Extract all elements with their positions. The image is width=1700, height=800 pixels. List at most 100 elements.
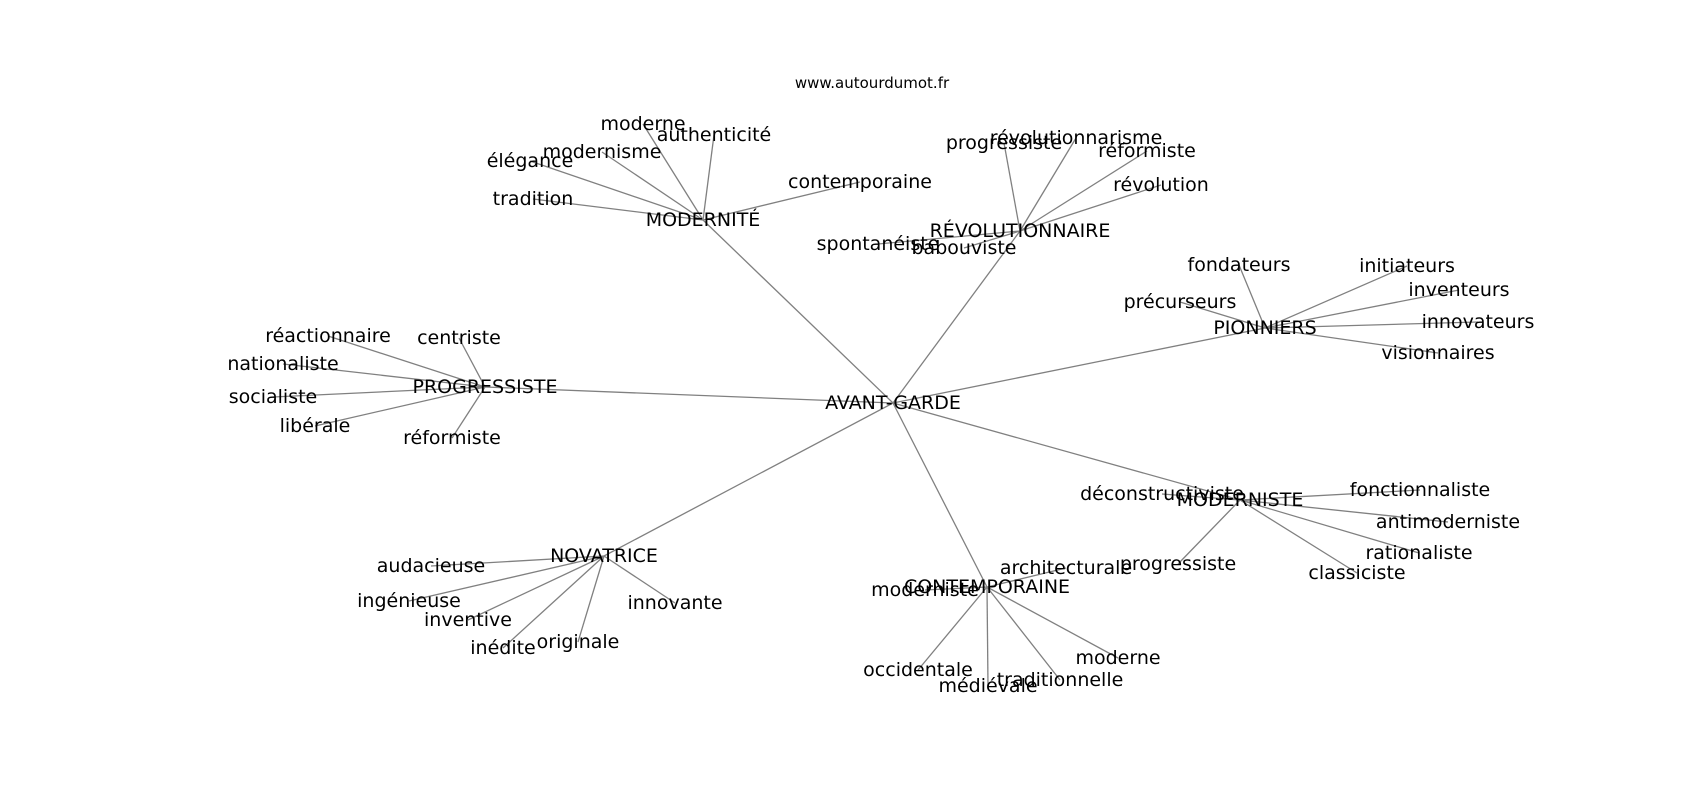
edge-hub-leaf [603, 555, 676, 604]
edge-hub-leaf [272, 386, 486, 398]
leaf-word[interactable]: inventive [424, 609, 512, 631]
leaf-word[interactable]: libérale [280, 415, 351, 437]
hub-word[interactable]: PIONNIERS [1213, 317, 1316, 339]
leaf-word[interactable]: antimoderniste [1376, 511, 1520, 533]
edge-hub-leaf [1019, 150, 1148, 232]
edge-hub-leaf [986, 586, 1119, 659]
hub-word[interactable]: RÉVOLUTIONNAIRE [930, 219, 1111, 242]
leaf-word[interactable]: révolution [1113, 174, 1209, 196]
hub-word[interactable]: NOVATRICE [550, 545, 658, 567]
edge-hub-leaf [924, 586, 988, 591]
edge-hub-leaf [1238, 264, 1266, 329]
leaf-word[interactable]: babouviste [912, 237, 1017, 259]
edge-hub-leaf [1003, 142, 1021, 232]
edge-hub-leaf [917, 586, 988, 671]
edge-hub-leaf [458, 337, 486, 388]
leaf-word[interactable]: moderniste [871, 579, 979, 601]
hub-word[interactable]: PROGRESSISTE [413, 376, 558, 398]
graph-edges [272, 123, 1479, 687]
leaf-word[interactable]: réformiste [1098, 140, 1196, 162]
hub-word[interactable]: MODERNITÉ [646, 208, 761, 231]
edge-center-hub [702, 219, 894, 404]
edge-hub-leaf [1264, 289, 1460, 329]
edge-hub-leaf [1177, 499, 1241, 565]
edge-hub-leaf [986, 586, 989, 687]
leaf-word[interactable]: inédite [470, 637, 536, 659]
leaf-word[interactable]: moderne [1075, 647, 1160, 669]
leaf-word[interactable]: révolutionnarisme [990, 127, 1163, 149]
edge-hub-leaf [601, 151, 704, 221]
hub-word[interactable]: CONTEMPORAINE [904, 576, 1070, 598]
leaf-word[interactable]: contemporaine [788, 171, 932, 193]
edge-hub-leaf [1264, 265, 1408, 329]
leaf-word[interactable]: précurseurs [1124, 291, 1237, 313]
leaf-word[interactable]: modernisme [543, 141, 662, 163]
edge-hub-leaf [467, 555, 605, 621]
leaf-word[interactable]: inventeurs [1408, 279, 1509, 301]
leaf-word[interactable]: moderne [600, 113, 685, 135]
edge-hub-leaf [1179, 301, 1266, 329]
leaf-word[interactable]: authenticité [657, 124, 772, 146]
leaf-word[interactable]: réformiste [403, 427, 501, 449]
site-url: www.autourdumot.fr [795, 74, 950, 92]
leaf-word[interactable]: originale [537, 631, 620, 653]
edge-center-hub [892, 327, 1266, 404]
edge-hub-leaf [282, 363, 486, 388]
edge-hub-leaf [1239, 499, 1449, 523]
leaf-word[interactable]: classiciste [1308, 562, 1405, 584]
leaf-word[interactable]: nationaliste [227, 353, 338, 375]
leaf-word[interactable]: architecturale [1000, 557, 1132, 579]
leaf-word[interactable]: socialiste [229, 386, 318, 408]
leaf-word[interactable]: initiateurs [1359, 255, 1455, 277]
leaf-word[interactable]: réactionnaire [265, 325, 391, 347]
edge-hub-leaf [1239, 499, 1358, 574]
edge-center-hub [892, 402, 1241, 501]
leaf-word[interactable]: progressiste [946, 132, 1062, 154]
edge-hub-leaf [502, 555, 605, 649]
leaf-word[interactable]: médiévale [938, 675, 1037, 697]
edge-hub-leaf [963, 230, 1021, 249]
leaf-word[interactable]: visionnaires [1381, 342, 1494, 364]
edge-hub-leaf [1239, 489, 1421, 501]
edge-hub-leaf [451, 386, 486, 439]
edge-hub-leaf [1264, 327, 1439, 354]
edge-center-hub [484, 386, 894, 404]
leaf-word[interactable]: rationaliste [1365, 542, 1472, 564]
leaf-word[interactable]: centriste [417, 327, 501, 349]
edge-hub-leaf [430, 555, 605, 567]
edge-hub-leaf [1264, 321, 1479, 329]
graph-labels: AVANT-GARDEMODERNITÉmoderneauthenticitém… [227, 113, 1534, 697]
leaf-word[interactable]: traditionnelle [997, 669, 1124, 691]
edge-hub-leaf [702, 134, 715, 221]
edge-hub-leaf [408, 555, 605, 602]
edge-center-hub [892, 402, 988, 588]
edge-hub-leaf [314, 386, 486, 427]
edge-hub-leaf [642, 123, 704, 221]
edge-center-hub [603, 402, 894, 557]
leaf-word[interactable]: élégance [487, 150, 574, 172]
leaf-word[interactable]: ingénieuse [357, 590, 461, 612]
leaf-word[interactable]: fonctionnaliste [1350, 479, 1490, 501]
edge-hub-leaf [1019, 184, 1162, 232]
edge-hub-leaf [702, 181, 861, 221]
edge-hub-leaf [1161, 493, 1241, 501]
leaf-word[interactable]: spontanéiste [817, 233, 940, 255]
edge-hub-leaf [986, 567, 1067, 588]
edge-hub-leaf [577, 555, 605, 643]
leaf-word[interactable]: occidentale [863, 659, 973, 681]
leaf-word[interactable]: innovateurs [1422, 311, 1535, 333]
center-word[interactable]: AVANT-GARDE [825, 392, 961, 414]
leaf-word[interactable]: progressiste [1120, 553, 1236, 575]
edge-hub-leaf [877, 230, 1021, 245]
edge-center-hub [892, 230, 1021, 404]
edge-hub-leaf [529, 160, 704, 221]
hub-word[interactable]: MODERNISTE [1177, 489, 1304, 511]
leaf-word[interactable]: déconstructiviste [1080, 483, 1244, 505]
leaf-word[interactable]: tradition [493, 188, 574, 210]
leaf-word[interactable]: fondateurs [1188, 254, 1291, 276]
edge-hub-leaf [1019, 137, 1077, 232]
leaf-word[interactable]: innovante [627, 592, 722, 614]
edge-hub-leaf [327, 335, 486, 388]
leaf-word[interactable]: audacieuse [377, 555, 485, 577]
